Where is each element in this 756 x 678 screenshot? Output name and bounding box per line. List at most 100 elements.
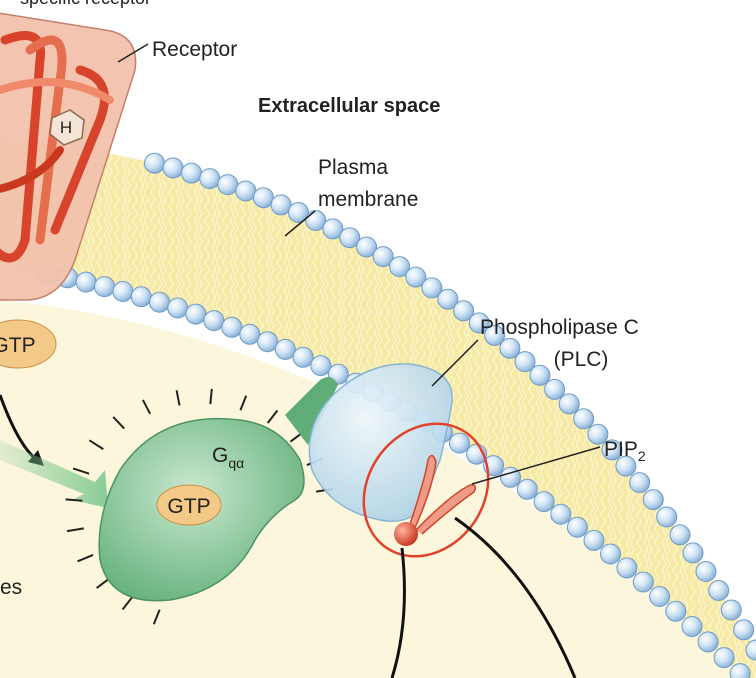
outer-head-bead bbox=[199, 168, 221, 190]
plc-label-1: Phospholipase C bbox=[480, 316, 639, 339]
inner-head-bead bbox=[203, 310, 225, 332]
inner-head-bead bbox=[713, 647, 735, 669]
inner-head-bead bbox=[616, 557, 638, 579]
outer-head-bead bbox=[305, 210, 327, 231]
outer-head-bead bbox=[468, 312, 490, 334]
activation-ray bbox=[142, 399, 151, 415]
outer-head-bead bbox=[514, 351, 536, 373]
receptor-leader bbox=[117, 43, 149, 63]
plasma-membrane-label-2: membrane bbox=[318, 188, 418, 211]
outer-head-bead bbox=[253, 187, 274, 209]
inner-head-bead bbox=[130, 286, 152, 308]
plc-label-2: (PLC) bbox=[554, 348, 609, 371]
top-cut-label: specific receptor bbox=[20, 0, 151, 8]
outer-head-bead bbox=[529, 364, 551, 386]
activation-ray bbox=[88, 439, 104, 450]
activation-ray bbox=[65, 498, 83, 502]
outer-head-bead bbox=[708, 580, 730, 601]
inner-head-bead bbox=[583, 529, 605, 551]
outer-head-bead bbox=[573, 408, 595, 430]
outer-head-bead bbox=[162, 157, 184, 179]
activation-ray bbox=[72, 467, 90, 475]
g-alpha-stalk bbox=[285, 376, 338, 445]
outer-head-bead bbox=[656, 506, 678, 528]
outer-head-bead bbox=[499, 337, 521, 359]
activation-ray bbox=[112, 416, 125, 430]
plasma-membrane-leader bbox=[284, 210, 316, 237]
inner-head-bead bbox=[94, 276, 115, 298]
left-cut-label: es bbox=[0, 576, 22, 599]
pip2-highlight-circle bbox=[362, 422, 490, 558]
outer-head-bead bbox=[615, 455, 637, 477]
outer-head-bead bbox=[629, 472, 651, 494]
outer-head-bead bbox=[733, 619, 755, 641]
outer-head-bead bbox=[669, 524, 691, 546]
activation-ray bbox=[239, 395, 248, 411]
product-line-left bbox=[390, 547, 406, 678]
activation-ray bbox=[266, 409, 279, 424]
inner-head-bead bbox=[632, 571, 654, 593]
outer-leaflet-heads bbox=[144, 152, 756, 661]
outer-head-bead bbox=[389, 256, 411, 278]
outer-head-bead bbox=[544, 378, 566, 400]
inner-head-bead bbox=[516, 478, 538, 500]
inner-head-bead bbox=[449, 432, 470, 454]
outer-head-bead bbox=[720, 599, 742, 621]
inner-head-bead bbox=[681, 616, 703, 637]
outer-head-bead bbox=[405, 266, 427, 288]
outer-head-bead bbox=[372, 246, 394, 268]
pip2-lipid bbox=[394, 454, 477, 546]
product-line-right bbox=[454, 516, 577, 678]
inner-head-bead bbox=[729, 663, 751, 678]
inner-head-bead bbox=[310, 355, 332, 377]
inner-head-bead bbox=[239, 323, 261, 345]
activation-arrow bbox=[0, 440, 108, 508]
gtp-oval-protein bbox=[156, 484, 222, 526]
plc-leader bbox=[431, 339, 479, 387]
inner-head-bead bbox=[665, 600, 687, 622]
inner-head-bead bbox=[75, 271, 97, 293]
gtp-protein-label: GTP bbox=[167, 495, 210, 518]
outer-head-bead bbox=[587, 423, 609, 445]
outer-head-bead bbox=[558, 393, 580, 415]
inner-head-bead bbox=[221, 316, 243, 338]
inner-head-bead bbox=[566, 516, 588, 538]
activation-ray bbox=[209, 388, 213, 405]
outer-head-bead bbox=[453, 300, 475, 322]
outer-head-bead bbox=[217, 174, 239, 196]
outer-head-bead bbox=[437, 288, 459, 310]
inner-head-bead bbox=[257, 331, 279, 353]
inner-head-bead bbox=[550, 503, 572, 525]
outer-head-bead bbox=[181, 162, 202, 184]
outer-head-bead bbox=[322, 218, 344, 240]
pip2-leader bbox=[471, 446, 601, 485]
outer-head-bead bbox=[270, 194, 292, 216]
receptor: H bbox=[0, 12, 137, 301]
outer-head-bead bbox=[356, 236, 378, 258]
pip2-head bbox=[394, 522, 418, 546]
activation-ray bbox=[66, 527, 84, 533]
g-q-alpha-label: Gqα bbox=[212, 444, 244, 471]
outer-head-bead bbox=[682, 542, 704, 564]
inner-head-bead bbox=[112, 281, 134, 302]
hormone-marker bbox=[49, 109, 85, 146]
inner-head-bead bbox=[533, 491, 555, 513]
outer-head-bead bbox=[339, 227, 361, 249]
inner-head-bead bbox=[149, 291, 170, 313]
gtp-oval-left bbox=[0, 319, 57, 369]
inner-head-bead bbox=[697, 631, 719, 653]
inner-head-bead bbox=[600, 543, 621, 565]
inner-head-bead bbox=[292, 346, 314, 368]
inner-head-bead bbox=[500, 466, 521, 488]
receptor-coil bbox=[0, 31, 114, 263]
inner-head-bead bbox=[185, 303, 207, 325]
receptor-label: Receptor bbox=[152, 38, 237, 61]
membrane-lipid-texture bbox=[0, 140, 756, 678]
activation-ray bbox=[121, 596, 134, 611]
activation-ray bbox=[77, 553, 94, 563]
inner-head-bead bbox=[167, 297, 189, 319]
gtp-left-label: GTP bbox=[0, 334, 36, 357]
activation-ray bbox=[152, 609, 161, 625]
plasma-membrane-label-1: Plasma bbox=[318, 156, 388, 179]
